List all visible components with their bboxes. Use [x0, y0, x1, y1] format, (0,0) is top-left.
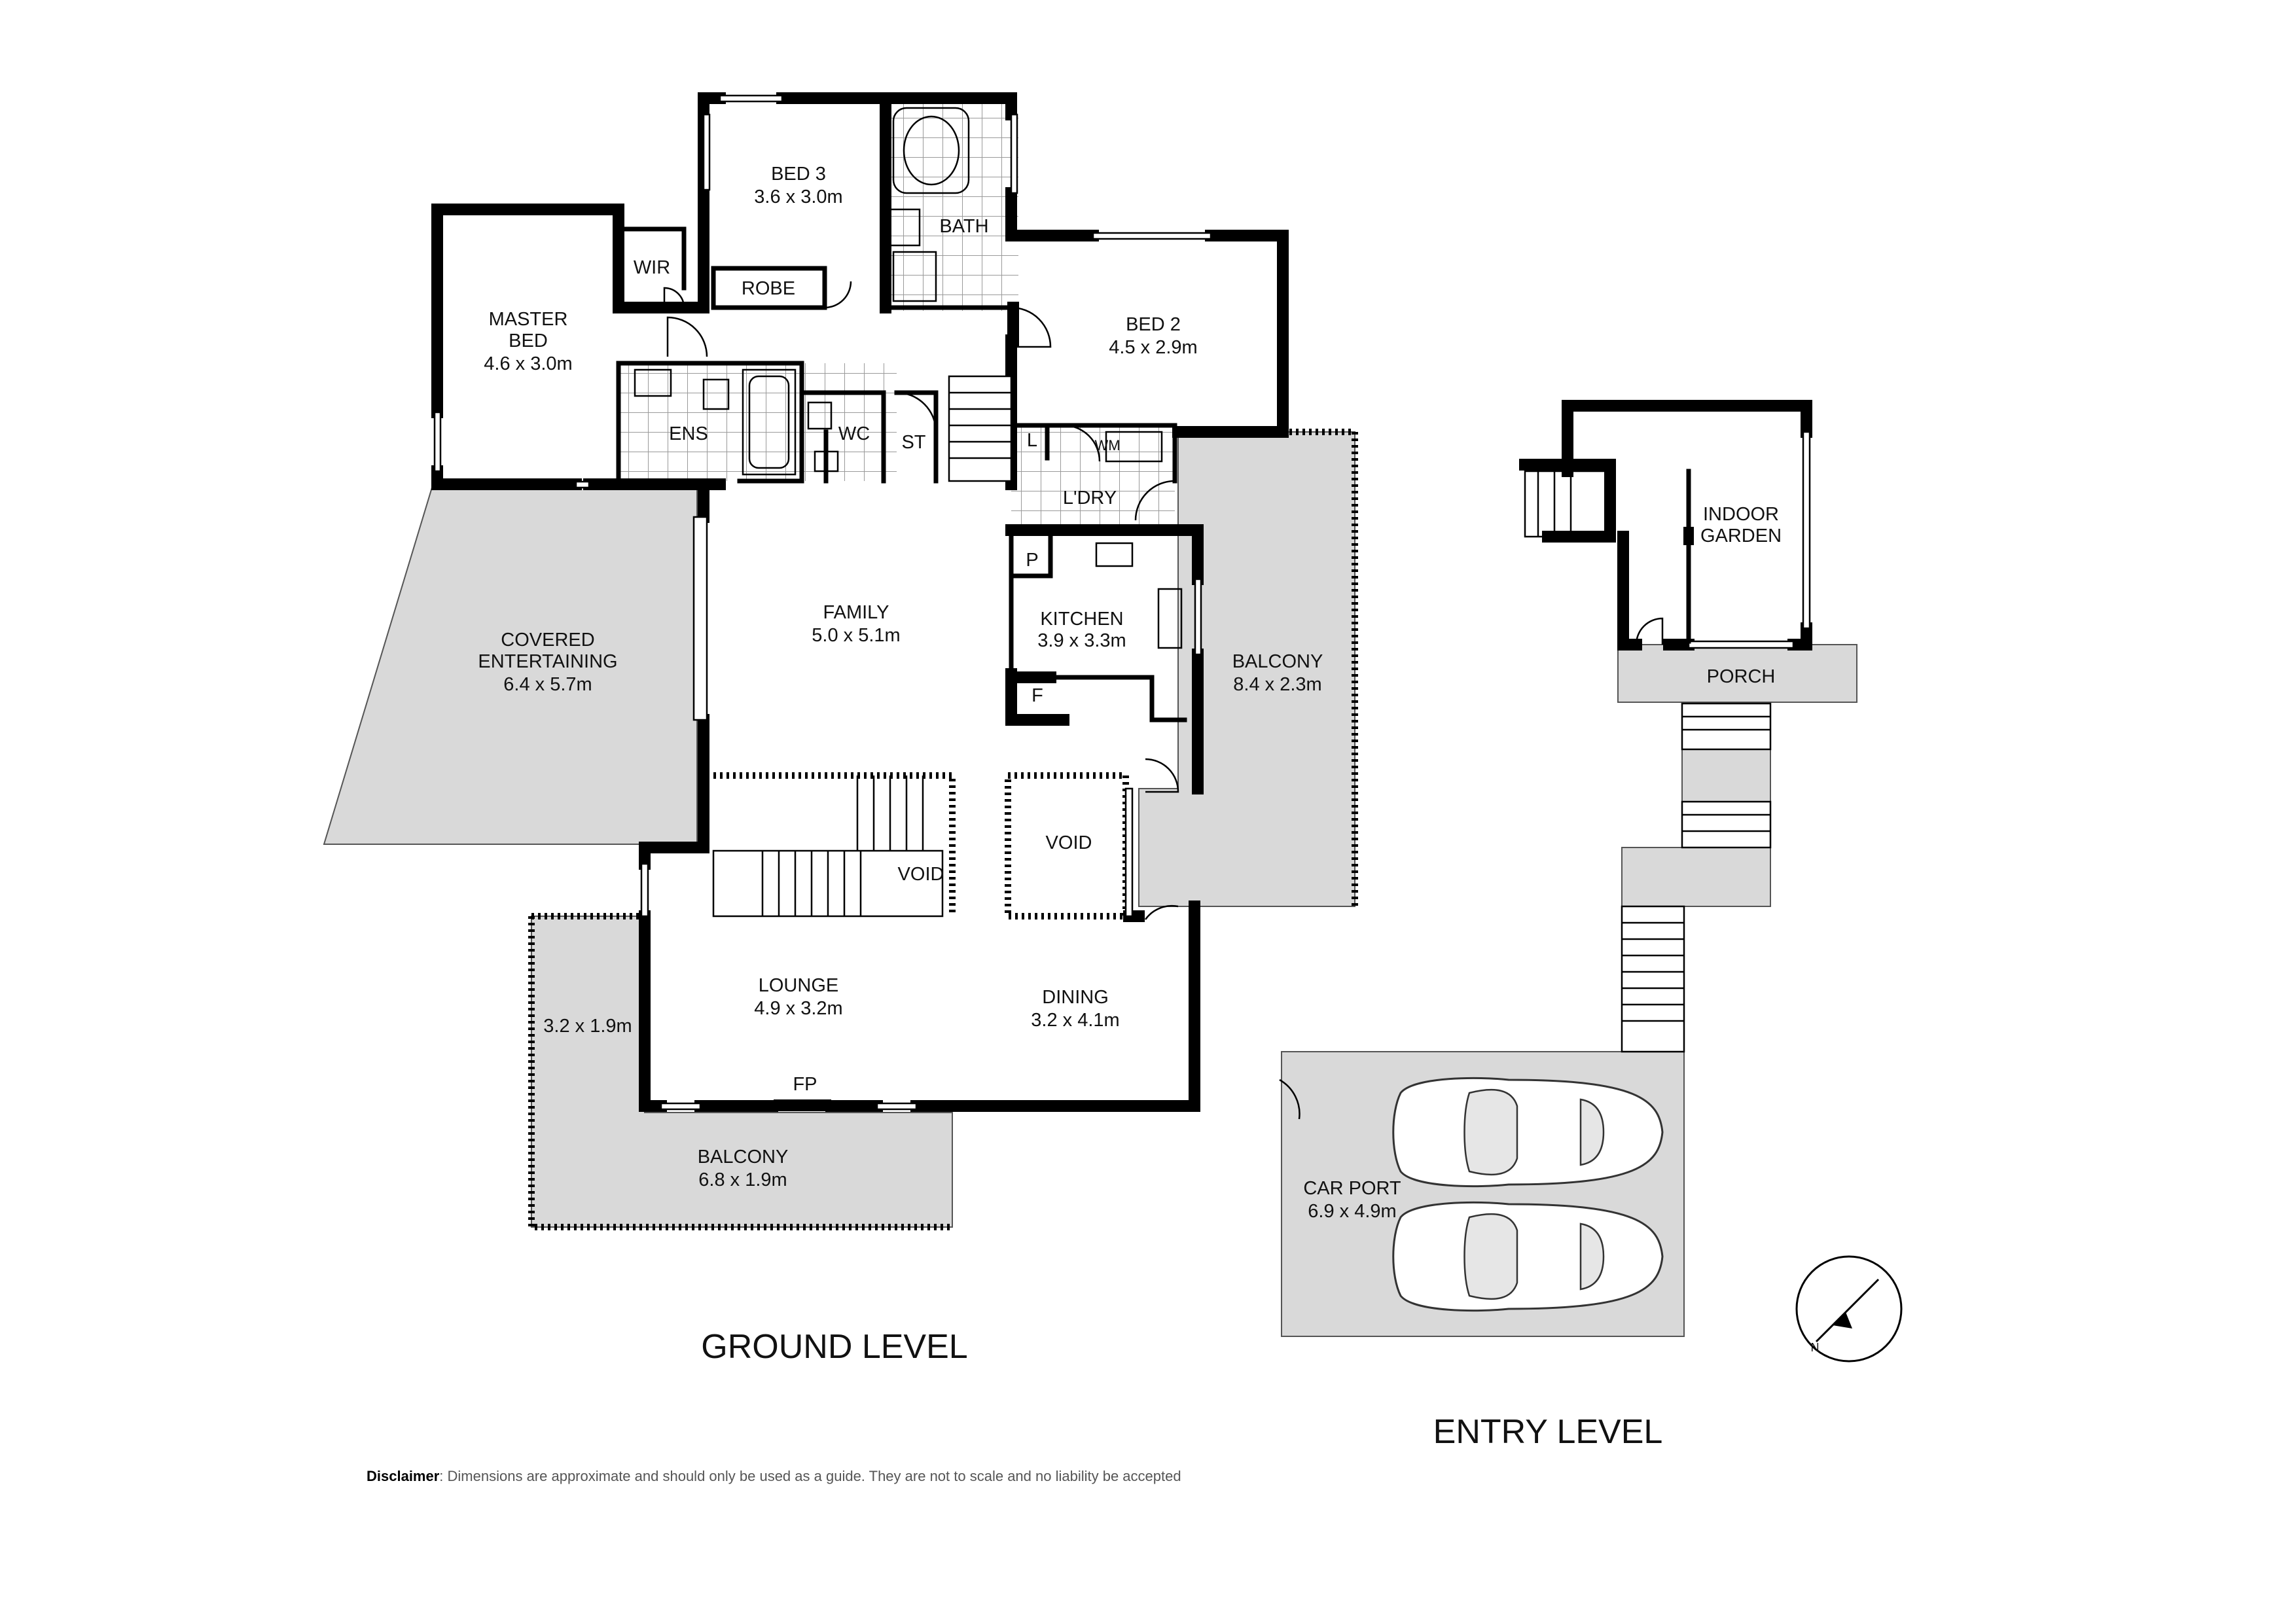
porch-area — [1617, 644, 1857, 703]
covered-entertaining-label-2: ENTERTAINING — [478, 651, 617, 672]
ground-level-title: GROUND LEVEL — [701, 1328, 967, 1366]
side-balcony-label: BALCONY — [1232, 651, 1323, 672]
void-label: VOID — [1046, 832, 1092, 853]
family-size: 5.0 x 5.1m — [812, 625, 900, 646]
bed2-size: 4.5 x 2.9m — [1109, 337, 1197, 358]
kitchen-size: 3.9 x 3.3m — [1037, 630, 1126, 651]
wir-label: WIR — [634, 257, 670, 278]
disclaimer-text: Disclaimer: Dimensions are approximate a… — [367, 1468, 1181, 1484]
entry-level-title: ENTRY LEVEL — [1433, 1413, 1663, 1451]
indoor-garden-label-1: INDOOR — [1703, 504, 1779, 525]
room-labels: MASTER BED 4.6 x 3.0m WIR BED 3 3.6 x 3.… — [478, 164, 1819, 1354]
linen-label: L — [1027, 430, 1037, 451]
bed3-label: BED 3 — [771, 164, 826, 185]
pantry-label: P — [1026, 550, 1038, 571]
level-titles: GROUND LEVEL ENTRY LEVEL — [701, 1328, 1662, 1451]
disclaimer-body: : Dimensions are approximate and should … — [439, 1468, 1181, 1484]
tiled-floors — [619, 101, 1175, 530]
carport-size: 6.9 x 4.9m — [1308, 1201, 1396, 1222]
compass-icon — [1795, 1255, 1903, 1363]
entry-landing-areas — [1621, 749, 1771, 907]
fireplace-label: FP — [793, 1074, 817, 1095]
front-balcony-size: 6.8 x 1.9m — [698, 1169, 787, 1190]
bed2-label: BED 2 — [1126, 314, 1181, 335]
ground-level-walls — [431, 92, 1289, 1112]
ens-label: ENS — [669, 423, 708, 444]
master-bed-label-1: MASTER — [489, 309, 568, 330]
laundry-label: L'DRY — [1063, 488, 1117, 508]
disclaimer-label: Disclaimer — [367, 1468, 440, 1484]
side-balcony-size: 8.4 x 2.3m — [1233, 674, 1321, 695]
kitchen-label: KITCHEN — [1040, 609, 1123, 630]
entry-level-walls — [1519, 400, 1812, 651]
side-deck-size: 3.2 x 1.9m — [543, 1016, 632, 1037]
lounge-label: LOUNGE — [759, 975, 838, 996]
master-bed-label-2: BED — [509, 330, 548, 351]
covered-entertaining-label-1: COVERED — [501, 630, 594, 651]
st-label: ST — [901, 432, 925, 453]
bed3-size: 3.6 x 3.0m — [754, 187, 842, 207]
wm-label: WM — [1094, 437, 1120, 454]
porch-label: PORCH — [1707, 666, 1776, 687]
wc-label: WC — [838, 423, 870, 444]
family-label: FAMILY — [823, 602, 889, 623]
fridge-label: F — [1031, 685, 1043, 706]
carport-label: CAR PORT — [1303, 1178, 1401, 1199]
robe-label: ROBE — [742, 278, 795, 299]
door-swings — [663, 281, 1664, 1120]
master-bed-size: 4.6 x 3.0m — [484, 353, 572, 374]
compass-north-label: N — [1811, 1341, 1820, 1354]
bath-label: BATH — [939, 216, 988, 237]
disclaimer: Disclaimer: Dimensions are approximate a… — [367, 1468, 1181, 1484]
car-icon — [1392, 1077, 1664, 1188]
stairs — [712, 375, 1772, 1053]
windows — [433, 94, 1212, 1111]
covered-entertaining-size: 6.4 x 5.7m — [503, 674, 592, 695]
lounge-size: 4.9 x 3.2m — [754, 998, 842, 1019]
ground-level-interior-walls — [616, 207, 1187, 722]
balcony-railings — [528, 429, 1358, 1230]
car-icon — [1392, 1201, 1664, 1312]
stair-void-label: VOID — [898, 864, 944, 885]
indoor-garden-label-2: GARDEN — [1700, 526, 1782, 546]
dining-label: DINING — [1042, 987, 1109, 1008]
bath-fixtures — [634, 107, 1183, 649]
front-balcony-label: BALCONY — [698, 1147, 789, 1168]
dining-size: 3.2 x 4.1m — [1031, 1010, 1119, 1031]
